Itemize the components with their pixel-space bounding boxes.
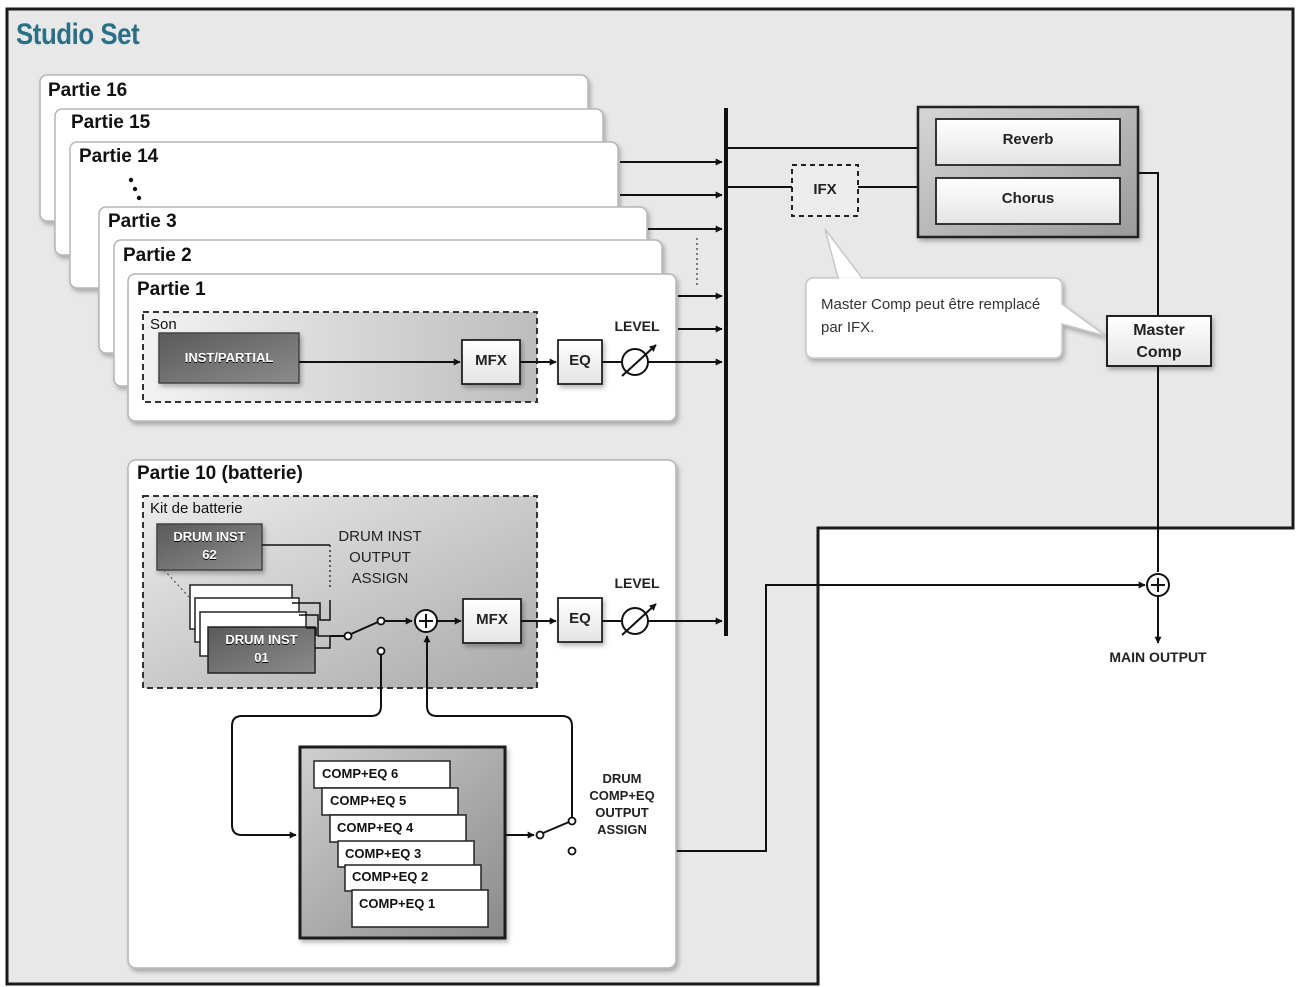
drum-inst-stack — [189, 584, 316, 674]
part-15-label: Partie 15 — [71, 112, 151, 133]
drum-inst-62-label-1: DRUM INST — [173, 529, 246, 544]
comp-eq-3-label: COMP+EQ 3 — [345, 846, 422, 861]
comp-eq-stack — [313, 760, 489, 928]
level-label: LEVEL — [614, 318, 660, 334]
drum-inst-62-label-2: 62 — [202, 547, 217, 562]
part-14-label: Partie 14 — [79, 146, 159, 167]
drum-mfx-label: MFX — [476, 611, 508, 628]
comp-eq-1-label: COMP+EQ 1 — [359, 896, 436, 911]
chorus-label: Chorus — [1001, 190, 1055, 207]
comp-assign-2: COMP+EQ — [589, 788, 655, 803]
mfx-label: MFX — [475, 352, 507, 369]
ifx-label: IFX — [813, 181, 837, 198]
page-title: Studio Set — [16, 18, 140, 51]
drum-output-assign-3: ASSIGN — [351, 570, 409, 587]
master-comp-box — [1106, 315, 1212, 367]
part-16-label: Partie 16 — [48, 80, 128, 101]
drum-output-assign-2: OUTPUT — [349, 549, 411, 566]
inst-partial-label: INST/PARTIAL — [184, 350, 274, 365]
comp-assign-4: ASSIGN — [597, 822, 647, 837]
part-1-label: Partie 1 — [137, 279, 206, 300]
drum-output-assign-1: DRUM INST — [338, 528, 422, 545]
main-output-label: MAIN OUTPUT — [1109, 649, 1207, 665]
drum-inst-01-label-1: DRUM INST — [225, 632, 298, 647]
comp-eq-2-label: COMP+EQ 2 — [352, 869, 429, 884]
note-bubble-text: Master Comp peut être remplacé par IFX. — [821, 296, 1041, 336]
drum-eq-box — [557, 597, 603, 643]
note-bubble — [805, 277, 1107, 359]
reverb-label: Reverb — [1002, 131, 1054, 148]
part-3-label: Partie 3 — [108, 211, 177, 232]
comp-eq-5-label: COMP+EQ 5 — [330, 793, 407, 808]
drum-eq-label: EQ — [569, 610, 591, 627]
part-2-label: Partie 2 — [123, 245, 192, 266]
ellipsis-dots — [128, 177, 142, 201]
eq-label: EQ — [569, 352, 591, 369]
master-comp-label-1: Master — [1133, 322, 1185, 339]
part-arrows — [620, 158, 723, 333]
comp-assign-1: DRUM — [602, 771, 642, 786]
drum-level-label: LEVEL — [614, 575, 660, 591]
comp-eq-4-label: COMP+EQ 4 — [337, 820, 414, 835]
son-label: Son — [150, 316, 177, 333]
comp-assign-3: OUTPUT — [595, 805, 649, 820]
comp-eq-6-label: COMP+EQ 6 — [322, 766, 399, 781]
master-comp-label-2: Comp — [1136, 344, 1182, 361]
reverb-box — [935, 118, 1121, 166]
drum-inst-62-box — [156, 523, 263, 571]
inst-partial-box — [158, 332, 300, 384]
drum-part-title: Partie 10 (batterie) — [137, 463, 303, 484]
drum-kit-label: Kit de batterie — [150, 500, 243, 517]
ifx-box — [791, 164, 859, 217]
drum-inst-01-label-2: 01 — [254, 650, 269, 665]
chorus-box — [935, 177, 1121, 225]
